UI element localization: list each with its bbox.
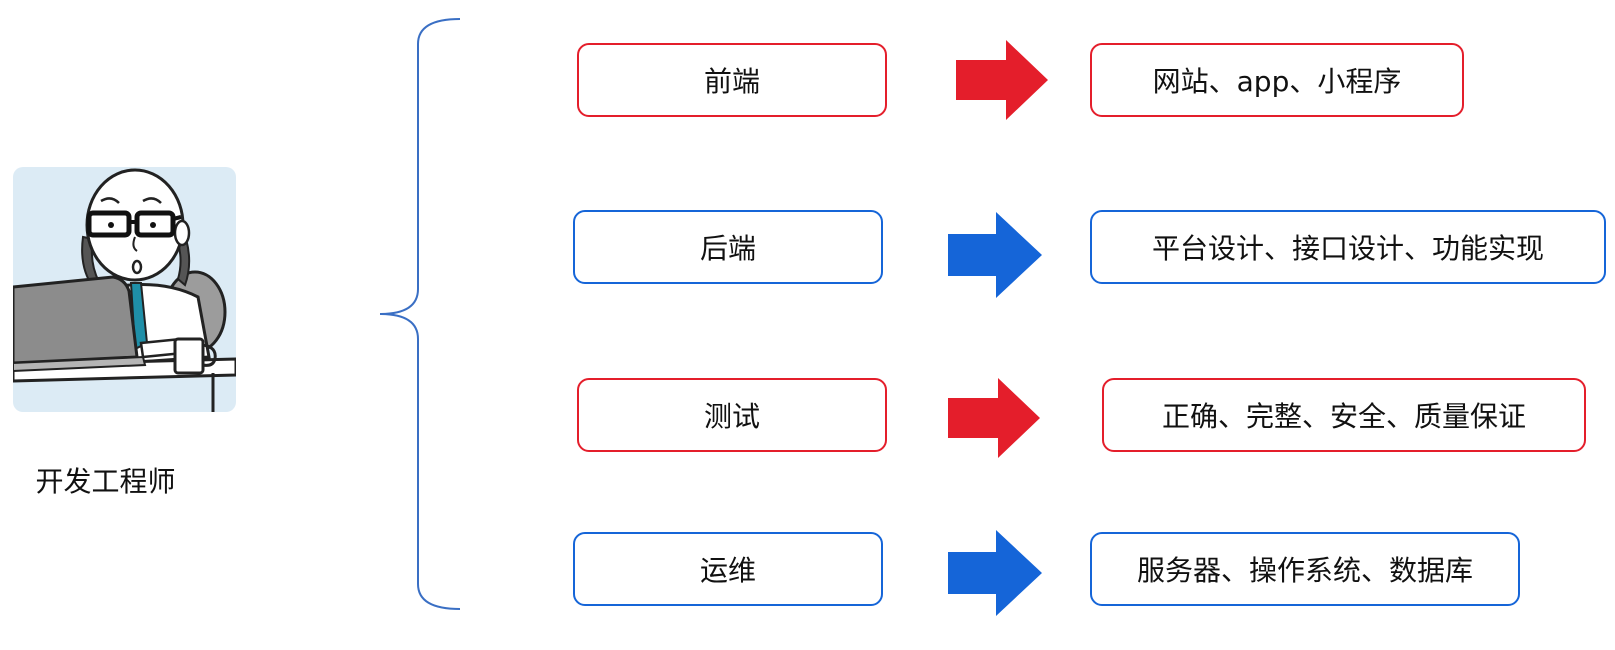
branch-name-backend: 后端: [573, 210, 883, 284]
branch-name-label: 后端: [699, 232, 756, 265]
branch-detail-label: 网站、app、小程序: [1152, 65, 1402, 98]
branch-name-label: 运维: [699, 554, 756, 587]
arrow-right-icon: [956, 40, 1048, 120]
branch-detail-label: 服务器、操作系统、数据库: [1136, 554, 1473, 587]
arrow-right-icon: [948, 212, 1042, 298]
branch-name-frontend: 前端: [577, 43, 887, 117]
branch-detail-testing: 正确、完整、安全、质量保证: [1102, 378, 1586, 452]
branch-name-testing: 测试: [577, 378, 887, 452]
branch-detail-ops: 服务器、操作系统、数据库: [1090, 532, 1520, 606]
arrow-right-icon: [948, 378, 1040, 458]
curly-brace: [380, 18, 461, 610]
branch-detail-label: 平台设计、接口设计、功能实现: [1151, 232, 1544, 265]
arrow-right-icon: [948, 530, 1042, 616]
branch-detail-label: 正确、完整、安全、质量保证: [1161, 400, 1526, 433]
branch-name-label: 测试: [703, 400, 760, 433]
branch-detail-backend: 平台设计、接口设计、功能实现: [1090, 210, 1606, 284]
role-label: 开发工程师: [35, 465, 176, 498]
engineer-avatar: [13, 167, 236, 412]
branch-name-label: 前端: [703, 65, 760, 98]
branch-detail-frontend: 网站、app、小程序: [1090, 43, 1464, 117]
branch-name-ops: 运维: [573, 532, 883, 606]
engineer-avatar-icon: [13, 168, 236, 412]
